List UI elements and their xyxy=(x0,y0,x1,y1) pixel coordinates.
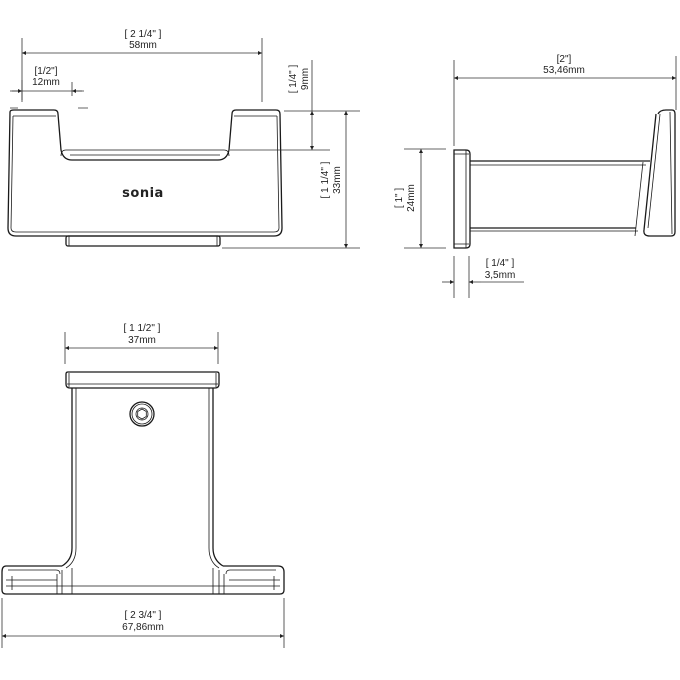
dim-prong-width-mm: 12mm xyxy=(32,77,60,88)
dim-base-width-mm: 67,86mm xyxy=(122,622,164,633)
dim-projection-inch: [2"] xyxy=(557,54,572,65)
dim-plate-thickness-mm: 3,5mm xyxy=(485,270,516,281)
side-view: [2"] 53,46mm [ 1" ] 24mm [ 1/4" ] 3,5mm xyxy=(394,54,677,298)
dim-plate-height-mm: 24mm xyxy=(406,184,417,212)
front-view: [ 1 1/2" ] 37mm [ 2 3/4" ] 67,86mm xyxy=(1,323,285,648)
dim-plate-thickness-inch: [ 1/4" ] xyxy=(486,258,515,269)
dim-projection-mm: 53,46mm xyxy=(543,65,585,76)
dim-overall-depth-inch: [ 1 1/4" ] xyxy=(320,161,331,198)
dim-overall-depth-mm: 33mm xyxy=(332,166,343,194)
top-view: sonia [ 2 1/4" ] 58mm [1/2"] 12mm [ 1/4"… xyxy=(7,29,360,249)
dim-notch-depth-mm: 9mm xyxy=(300,68,311,90)
dim-top-width-mm: 37mm xyxy=(128,335,156,346)
dim-plate-height-inch: [ 1" ] xyxy=(394,188,405,208)
dim-base-width-inch: [ 2 3/4" ] xyxy=(125,610,162,621)
brand-logo: sonia xyxy=(122,186,164,201)
dim-overall-width-inch: [ 2 1/4" ] xyxy=(125,29,162,40)
dim-top-width-inch: [ 1 1/2" ] xyxy=(124,323,161,334)
dim-overall-width-mm: 58mm xyxy=(129,40,157,51)
dim-prong-width-inch: [1/2"] xyxy=(34,66,57,77)
dim-notch-depth-inch: [ 1/4" ] xyxy=(288,65,299,94)
